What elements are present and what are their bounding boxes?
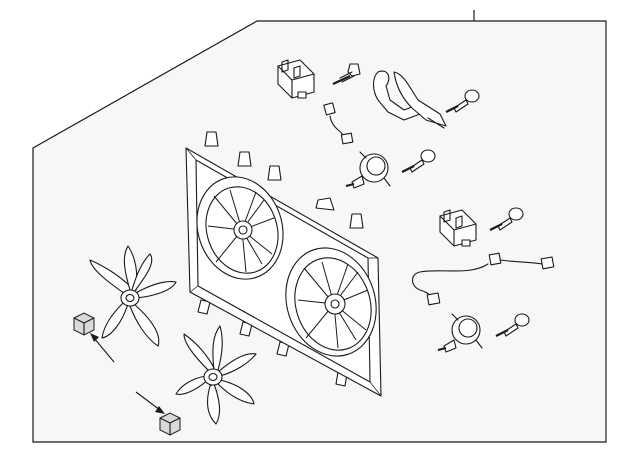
module-mounting-bolt-upper bbox=[332, 63, 361, 85]
module-mounting-bolt-lower bbox=[489, 207, 524, 231]
control-module-upper bbox=[277, 59, 315, 99]
fan-opening-right bbox=[285, 247, 377, 357]
control-module-lower bbox=[439, 209, 477, 247]
retaining-nut-right bbox=[159, 412, 181, 436]
fan-opening-left bbox=[196, 176, 284, 280]
motor-mounting-screw-lower bbox=[495, 313, 530, 337]
fan-shroud-assembly bbox=[185, 131, 382, 397]
retaining-nut-left bbox=[73, 312, 95, 336]
arrow-right bbox=[135, 391, 165, 414]
motor-mounting-screw-upper bbox=[401, 149, 436, 173]
wiring-harness-upper bbox=[323, 102, 354, 145]
arrow-left bbox=[90, 333, 115, 363]
wiring-harness-lower bbox=[411, 252, 555, 306]
fan-blade-right bbox=[175, 325, 257, 425]
fan-blade-left bbox=[89, 245, 177, 347]
fan-motor-lower bbox=[437, 313, 483, 353]
fan-motor-upper bbox=[345, 151, 391, 189]
harness-bracket bbox=[372, 70, 447, 129]
bracket-bolt bbox=[445, 89, 480, 113]
